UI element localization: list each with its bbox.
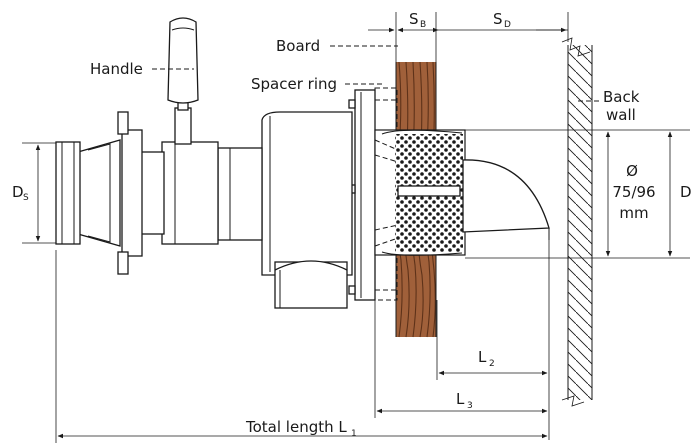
dimension-l2: L 2: [436, 240, 550, 440]
dimension-diameter: Ø 75/96 mm D: [465, 129, 692, 259]
dimension-ds: D S: [12, 142, 56, 244]
callout-board: Board: [276, 37, 398, 55]
ds-subscript: S: [23, 193, 29, 203]
callout-handle: Handle: [90, 60, 194, 78]
handle: [167, 17, 199, 104]
l2-label: L: [478, 348, 487, 366]
dimension-total-length: Total length L 1: [55, 250, 548, 443]
back-wall-label-line1: Back: [603, 88, 640, 106]
l3-subscript: 3: [467, 401, 473, 411]
nozzle-body: [161, 97, 353, 309]
dimension-l3: L 3: [374, 300, 548, 418]
total-length-label: Total length L: [245, 418, 347, 436]
handle-label: Handle: [90, 60, 143, 78]
diameter-unit: mm: [619, 204, 648, 222]
back-wall-label-line2: wall: [606, 106, 636, 124]
total-length-subscript: 1: [351, 429, 357, 439]
spacer-ring-label: Spacer ring: [251, 75, 337, 93]
deflector-cap: [462, 159, 550, 240]
board-label: Board: [276, 37, 320, 55]
l2-subscript: 2: [489, 359, 495, 369]
d-label: D: [680, 183, 692, 201]
perforated-sleeve: [374, 129, 466, 256]
ds-label: D: [12, 183, 24, 201]
callout-spacer-ring: Spacer ring: [251, 75, 382, 93]
sb-label: S: [409, 10, 419, 28]
coupling: [55, 111, 165, 275]
flange-plate: [348, 89, 376, 301]
diameter-value: 75/96: [612, 183, 655, 201]
dimension-sb-sd: S B S D: [368, 10, 569, 62]
callout-back-wall: Back wall: [578, 88, 640, 124]
sd-label: S: [493, 10, 503, 28]
diameter-symbol: Ø: [626, 162, 638, 180]
back-wall: [561, 37, 593, 407]
sd-subscript: D: [504, 20, 511, 30]
sb-subscript: B: [420, 20, 426, 30]
l3-label: L: [456, 390, 465, 408]
